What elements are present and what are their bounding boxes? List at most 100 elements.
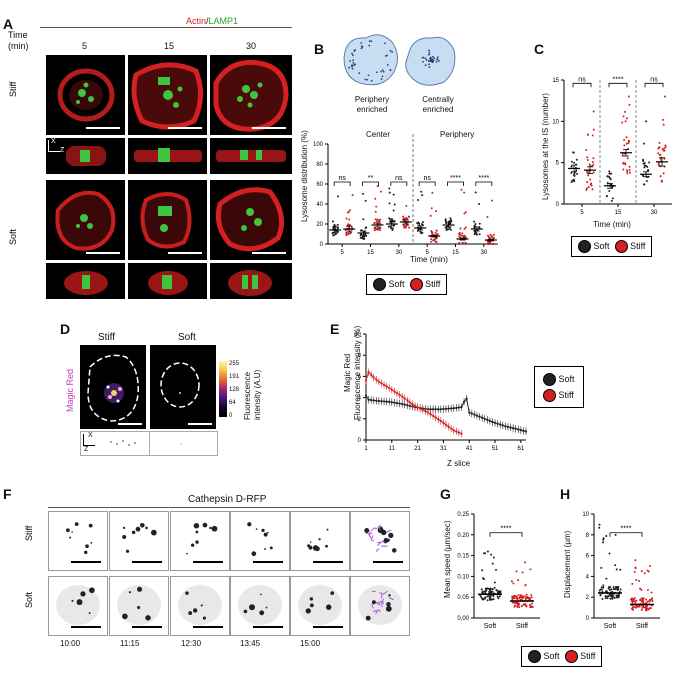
cathepsin-frame-soft-1 xyxy=(48,576,108,636)
data-point-stiff xyxy=(658,141,661,144)
data-point-stiff xyxy=(663,95,666,98)
data-point-soft xyxy=(449,217,452,220)
vesicle xyxy=(71,531,73,533)
data-point-soft xyxy=(609,594,612,597)
data-point-soft xyxy=(608,552,611,555)
micrograph-soft-15 xyxy=(128,180,207,260)
y-tick-label: 0 xyxy=(358,438,362,444)
data-point-stiff xyxy=(489,241,492,244)
data-point-stiff xyxy=(516,605,519,608)
actin-label: Actin xyxy=(186,16,207,26)
time-unit-label: (min) xyxy=(8,41,29,51)
data-point-stiff xyxy=(624,120,627,123)
data-point-stiff xyxy=(588,163,591,166)
significance-bracket xyxy=(608,82,628,88)
x-tick-label: 11 xyxy=(389,446,396,452)
lysosome-dot xyxy=(431,61,434,64)
panel-a-label: A xyxy=(3,16,14,32)
data-point-soft xyxy=(492,556,495,559)
data-point-soft xyxy=(599,593,602,596)
x-tick-label: 15 xyxy=(452,250,459,256)
cell-schematics xyxy=(343,34,456,86)
data-point-stiff xyxy=(662,123,665,126)
legend-gh: Soft Stiff xyxy=(521,646,603,667)
significance-label: ns xyxy=(395,175,403,182)
lysosome-dot xyxy=(366,78,369,81)
data-point-stiff xyxy=(585,149,588,152)
data-point-soft xyxy=(614,533,617,536)
data-point-stiff xyxy=(635,578,638,581)
data-point-stiff xyxy=(626,157,629,160)
legend-soft-label: Soft xyxy=(388,278,405,289)
axis-x-label: X xyxy=(88,432,93,439)
significance-label: **** xyxy=(613,76,624,83)
f-row-stiff-label: Stiff xyxy=(24,525,34,541)
lysosome-dot xyxy=(384,42,386,45)
data-point-stiff xyxy=(587,133,590,136)
data-point-stiff xyxy=(515,595,518,598)
data-point-soft xyxy=(610,186,613,189)
scale-bar xyxy=(193,561,223,563)
lysosome-dot xyxy=(370,40,373,43)
lysosome-dot xyxy=(437,60,440,62)
data-point-soft xyxy=(608,189,611,192)
lysosome-dot xyxy=(352,61,355,64)
data-point-stiff xyxy=(510,580,513,583)
micrograph-stiff-15 xyxy=(128,55,207,135)
data-point-soft xyxy=(497,597,500,600)
data-point-stiff xyxy=(374,218,377,221)
y-tick-label: 10 xyxy=(582,512,589,518)
data-point-soft xyxy=(493,581,496,584)
data-point-soft xyxy=(492,598,495,601)
x-tick-label: 51 xyxy=(492,446,499,452)
vesicle xyxy=(122,535,127,540)
data-point-stiff xyxy=(434,231,437,234)
data-point-stiff xyxy=(402,223,405,226)
data-point-stiff xyxy=(641,606,644,609)
track-line xyxy=(365,532,372,539)
data-point-soft xyxy=(610,199,613,202)
panel-d-label: D xyxy=(60,321,71,337)
data-point-soft xyxy=(615,568,618,571)
f-row-soft-label: Soft xyxy=(24,591,34,608)
time-30: 30 xyxy=(246,41,257,51)
data-point-stiff xyxy=(377,219,380,222)
data-point-soft xyxy=(598,526,601,529)
data-point-soft xyxy=(610,596,613,599)
cathepsin-frame-stiff-6 xyxy=(350,511,410,571)
lysosome-dot xyxy=(360,42,363,44)
track-line xyxy=(372,609,378,613)
lysosome-dot xyxy=(428,51,431,54)
micrograph-stiff-5 xyxy=(46,55,125,135)
data-point-soft xyxy=(576,173,579,176)
xz-soft-5 xyxy=(46,263,125,299)
data-point-soft xyxy=(481,569,484,572)
data-point-soft xyxy=(572,178,575,181)
vesicle xyxy=(388,532,394,538)
vesicle xyxy=(255,528,258,530)
chart-e-xlabel: Z slice xyxy=(447,459,471,468)
lysosome-dot xyxy=(386,54,388,57)
data-point-soft xyxy=(571,179,574,182)
data-point-soft xyxy=(484,596,487,599)
data-point-stiff xyxy=(350,225,353,228)
y-tick-label: 20 xyxy=(316,222,323,228)
y-tick-label: 0.25 xyxy=(457,512,469,518)
data-point-stiff xyxy=(631,606,634,609)
data-point-stiff xyxy=(586,156,589,159)
lysosome-dot xyxy=(348,66,350,69)
significance-label: ** xyxy=(368,175,374,182)
lysosome-dot xyxy=(422,56,425,59)
data-point-soft xyxy=(475,233,478,236)
chart-c-xlabel: Time (min) xyxy=(593,220,631,229)
data-point-stiff xyxy=(464,211,467,214)
vesicle xyxy=(137,605,141,610)
lysosome-dot xyxy=(351,67,354,70)
cathepsin-frame-soft-3 xyxy=(170,576,230,636)
data-point-soft xyxy=(643,183,646,186)
y-tick-label: 0.15 xyxy=(457,554,469,560)
cell-body xyxy=(117,585,161,625)
x-tick-label: 31 xyxy=(440,446,447,452)
x-tick-label: 15 xyxy=(367,250,374,256)
